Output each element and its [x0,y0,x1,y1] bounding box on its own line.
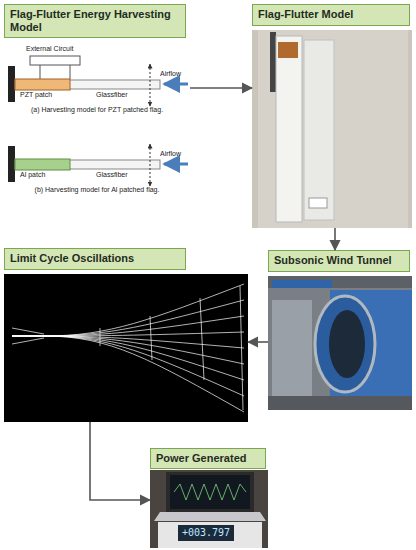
section-header: Subsonic Wind Tunnel [268,250,410,272]
flag-strip [304,40,334,220]
tunnel-photo [268,276,412,410]
glassfiber-strip [15,160,160,169]
model-photo [252,30,412,228]
flag-line [200,298,204,380]
part-label: (b) Harvesting model for Al patched flag… [8,186,186,194]
flag-line [12,316,244,336]
pzt-patch-photo [278,42,298,58]
multimeter-display [178,525,234,541]
section-node: Subsonic Wind Tunnel [268,250,412,410]
flag-line [12,336,244,412]
pipe [272,280,332,288]
floor [268,396,412,410]
flag-line [100,328,101,346]
clamp-wall [8,146,15,182]
section-node: Flag-Flutter Model [252,4,412,228]
flag-line [12,338,44,344]
circuit-wire [40,65,41,79]
circuit-box [30,56,80,65]
section-header: Flag-Flutter Energy Harvesting Model [4,4,186,38]
section-header: Limit Cycle Oscillations [4,248,186,270]
part-label: (a) Harvesting model for PZT patched fla… [8,106,186,114]
flow-arrow [334,228,336,250]
part-label: External Circuit [26,45,96,53]
laptop-base [154,512,266,521]
flag-line [12,328,44,334]
part-label: Glassfiber [96,171,146,179]
part-label: Airflow [160,150,192,158]
power-photo [150,470,268,548]
multimeter [158,522,262,548]
flag-line [12,336,244,396]
airflow-arrow [164,163,188,166]
clamp-wall [8,66,15,102]
al-patch-photo [309,198,327,208]
meter-reading: +003.797 [178,526,234,540]
circuit-wire [70,65,71,79]
al-patch [15,159,70,170]
flow-arrow [248,341,268,343]
flag-line [12,300,244,336]
flag-snapshots [12,284,244,412]
photo-board [258,30,408,228]
cabinet [272,300,312,396]
section-node: Limit Cycle Oscillations [4,248,248,422]
flag-strip [276,36,302,222]
laptop-screen [166,472,254,512]
section-header: Flag-Flutter Model [252,4,410,26]
part-label: Airflow [160,70,192,78]
signal-trace [174,484,246,500]
flag-clamp [270,32,276,92]
motion-arrow [150,64,151,106]
flow-arrow [90,422,150,500]
section-header: Power Generated [150,448,266,469]
airflow-arrow [164,83,188,86]
flag-line [12,284,244,336]
part-label: Al patch [20,171,70,179]
lco-plot [4,274,248,422]
motion-arrow [150,144,151,186]
photo-ceiling [268,276,412,288]
tunnel-opening [329,310,365,378]
part-label: PZT patch [20,91,70,99]
part-label: Glassfiber [96,91,146,99]
laptop-display [170,475,250,509]
flag-line [150,316,152,360]
tunnel-inlet [315,296,375,392]
flow-arrow [190,87,252,89]
flag-line [12,336,244,380]
flag-line [12,336,244,364]
glassfiber-strip [15,80,160,89]
flag-line [240,286,243,410]
pzt-patch [15,79,70,90]
flag-line [12,332,244,336]
